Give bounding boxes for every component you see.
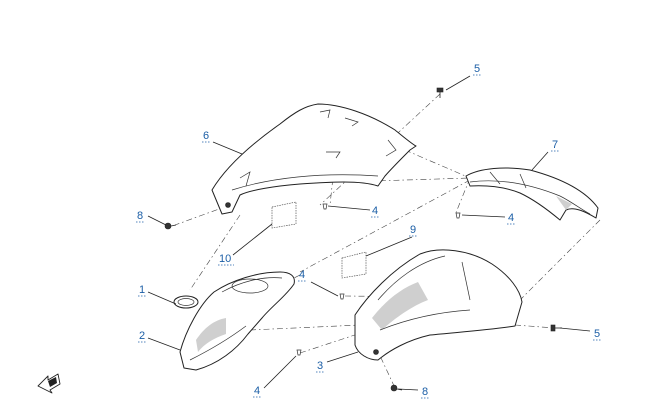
callout-label: 8 bbox=[422, 386, 428, 398]
part-upper-cover bbox=[211, 103, 417, 215]
callout-label: 5 bbox=[594, 328, 600, 340]
callout-4-upper: 4 bbox=[371, 205, 380, 218]
label-sheets bbox=[271, 201, 367, 279]
fasteners bbox=[164, 87, 562, 392]
callout-2: 2 bbox=[138, 330, 147, 343]
callout-label: 7 bbox=[552, 139, 558, 151]
part-front-cover bbox=[173, 271, 295, 371]
part-side-cover bbox=[354, 249, 523, 361]
callout-label: 10 bbox=[219, 253, 231, 265]
callout-10: 10 bbox=[218, 253, 234, 266]
leader-lines bbox=[147, 75, 591, 391]
callout-label: 2 bbox=[139, 330, 145, 342]
callout-5-top: 5 bbox=[473, 63, 482, 76]
callout-3: 3 bbox=[316, 360, 325, 373]
callout-9: 9 bbox=[409, 224, 418, 237]
callout-label: 1 bbox=[139, 284, 145, 296]
callout-4-right: 4 bbox=[507, 212, 516, 225]
callout-8-left: 8 bbox=[136, 210, 145, 223]
callout-4-middle: 4 bbox=[298, 269, 307, 282]
callout-1: 1 bbox=[138, 284, 147, 297]
callout-label: 4 bbox=[508, 212, 514, 224]
part-rear-cover bbox=[465, 167, 599, 221]
callout-5-right: 5 bbox=[593, 328, 602, 341]
callouts: 5 6 7 4 4 8 9 10 bbox=[136, 63, 602, 399]
callout-label: 8 bbox=[137, 210, 143, 222]
callout-label: 9 bbox=[410, 224, 416, 236]
callout-8-bottom: 8 bbox=[421, 386, 430, 399]
callout-label: 6 bbox=[203, 130, 209, 142]
callout-label: 4 bbox=[254, 385, 260, 397]
callout-4-lower: 4 bbox=[253, 385, 262, 398]
callout-6: 6 bbox=[202, 130, 211, 143]
callout-7: 7 bbox=[551, 139, 560, 152]
front-direction-arrow-icon bbox=[37, 373, 61, 394]
callout-label: 4 bbox=[372, 205, 378, 217]
callout-label: 3 bbox=[317, 360, 323, 372]
callout-label: 4 bbox=[299, 269, 305, 281]
callout-label: 5 bbox=[474, 63, 480, 75]
